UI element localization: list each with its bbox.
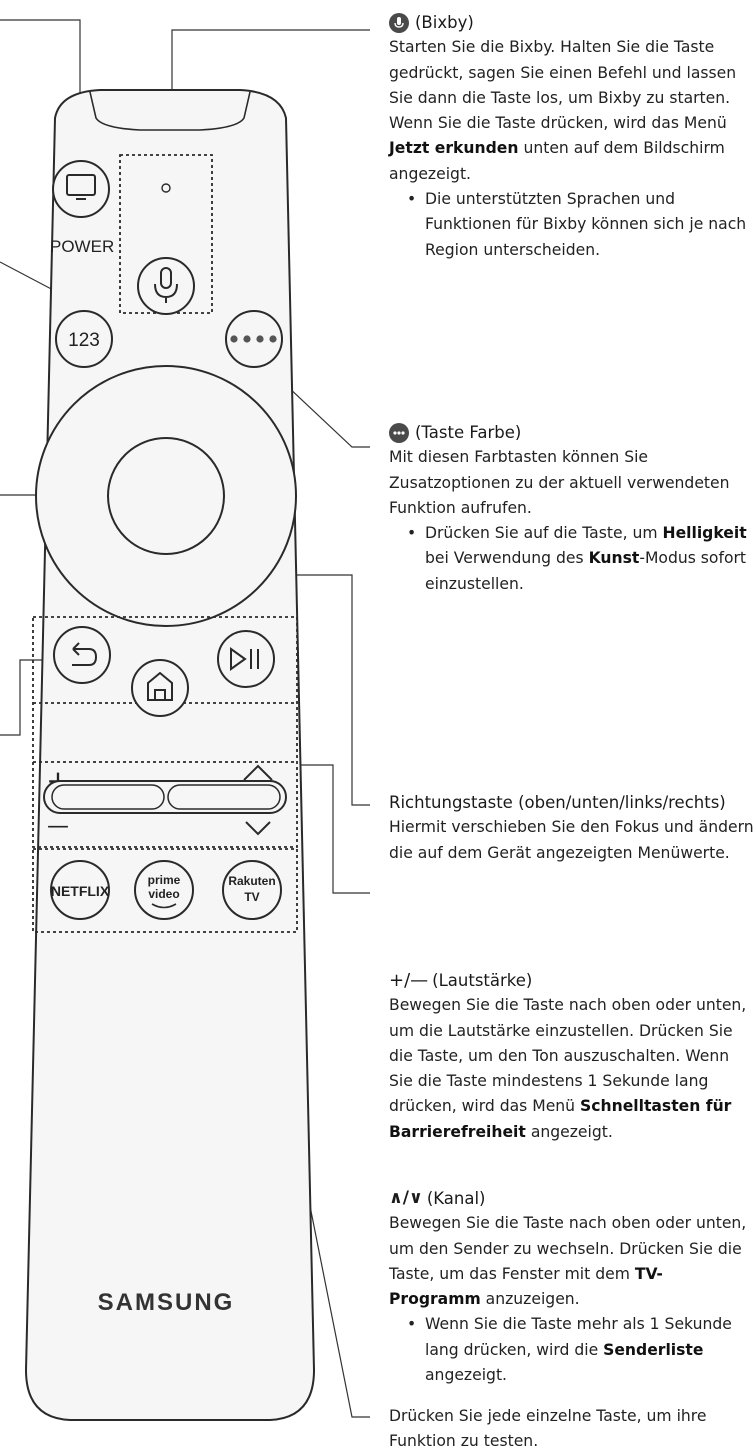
play-pause-button[interactable]: [217, 630, 275, 688]
channel-title-text: (Kanal): [426, 1189, 486, 1208]
channel-symbols: ∧/∨: [389, 1188, 423, 1208]
remote-top-cap: [89, 91, 251, 131]
back-arrow-icon: [72, 642, 98, 666]
bixby-button[interactable]: [137, 257, 195, 315]
back-button[interactable]: [53, 626, 111, 684]
tv-programm-label: TV-Programm: [389, 1264, 663, 1309]
power-label: POWER: [50, 237, 114, 256]
smile-icon: [151, 903, 177, 909]
color-key-title-text: (Taste Farbe): [415, 423, 522, 442]
number-button[interactable]: 123: [55, 310, 113, 368]
netflix-button[interactable]: NETFLIX: [50, 860, 110, 920]
rakuten-label: Rakuten: [228, 874, 275, 888]
bixby-text-1: Starten Sie die Bixby. Halten Sie die Ta…: [389, 38, 737, 107]
color-key-description: (Taste Farbe) Mit diesen Farbtasten könn…: [389, 420, 754, 597]
app-keys-text: Drücken Sie jede einzelne Taste, um ihre…: [389, 1407, 707, 1451]
play-pause-icon: [230, 647, 259, 671]
color-key-text: Mit diesen Farbtasten können Sie Zusatzo…: [389, 448, 730, 517]
power-button[interactable]: [52, 160, 110, 218]
color-key-title: (Taste Farbe): [389, 420, 754, 445]
direction-text: Hiermit verschieben Sie den Fokus und än…: [389, 818, 754, 862]
app-keys-area: [32, 848, 298, 933]
home-button[interactable]: [131, 659, 189, 717]
bixby-title-text: (Bixby): [415, 13, 474, 32]
volume-description: +/— (Lautstärke) Bewegen Sie die Taste n…: [389, 968, 754, 1145]
volume-title: +/— (Lautstärke): [389, 968, 754, 993]
volume-title-text: (Lautstärke): [432, 971, 533, 990]
schnelltasten-label: Schnelltasten für Barrierefreiheit: [389, 1097, 732, 1141]
color-dots-icon: [230, 335, 277, 343]
brand-logo: SAMSUNG: [98, 1289, 235, 1316]
volume-text: Bewegen Sie die Taste nach oben oder unt…: [389, 996, 747, 1141]
channel-bullet: Wenn Sie die Taste mehr als 1 Sekunde la…: [389, 1312, 754, 1388]
direction-title: Richtungstaste (oben/unten/links/rechts): [389, 793, 726, 812]
volume-minus-label: —: [47, 814, 69, 839]
home-icon: [147, 671, 173, 701]
bixby-microphone-icon: [389, 12, 409, 33]
color-key-button[interactable]: [225, 310, 283, 368]
bixby-text-2: Wenn Sie die Taste drücken, wird das Men…: [389, 114, 727, 183]
prime-label: prime: [148, 873, 181, 887]
color-key-icon: [389, 422, 409, 443]
video-label: video: [148, 887, 179, 901]
channel-rocker[interactable]: [167, 784, 281, 810]
channel-text: Bewegen Sie die Taste nach oben oder unt…: [389, 1214, 747, 1309]
netflix-label: NETFLIX: [51, 883, 110, 899]
prime-video-button[interactable]: prime video: [134, 860, 194, 920]
tv-label: TV: [244, 890, 259, 904]
channel-down-icon: [245, 821, 271, 836]
mic-led: [161, 183, 171, 193]
number-label: 123: [68, 330, 100, 351]
microphone-icon: [154, 267, 178, 303]
bixby-description: (Bixby) Starten Sie die Bixby. Halten Si…: [389, 10, 754, 263]
bixby-bullet: Die unterstützten Sprachen und Funktione…: [389, 187, 754, 263]
volume-rocker[interactable]: [43, 780, 287, 814]
bixby-title: (Bixby): [389, 10, 754, 35]
remote-illustration: POWER 123: [0, 19, 370, 1421]
jetzt-erkunden-label: Jetzt erkunden: [389, 139, 519, 158]
rakuten-tv-button[interactable]: Rakuten TV: [222, 860, 282, 920]
app-keys-description: Drücken Sie jede einzelne Taste, um ihre…: [389, 1404, 754, 1455]
volume-symbols: +/—: [389, 970, 429, 991]
power-icon: [66, 174, 96, 200]
direction-description: Richtungstaste (oben/unten/links/rechts)…: [389, 790, 754, 866]
color-key-bullet: Drücken Sie auf die Taste, um Helligkeit…: [389, 521, 754, 597]
select-button[interactable]: [107, 437, 225, 555]
channel-up-icon: [243, 764, 273, 781]
channel-description: ∧/∨ (Kanal) Bewegen Sie die Taste nach o…: [389, 1186, 754, 1388]
channel-title: ∧/∨ (Kanal): [389, 1186, 754, 1211]
senderliste-label: Senderliste: [603, 1340, 704, 1359]
control-cluster-area: [32, 616, 298, 848]
